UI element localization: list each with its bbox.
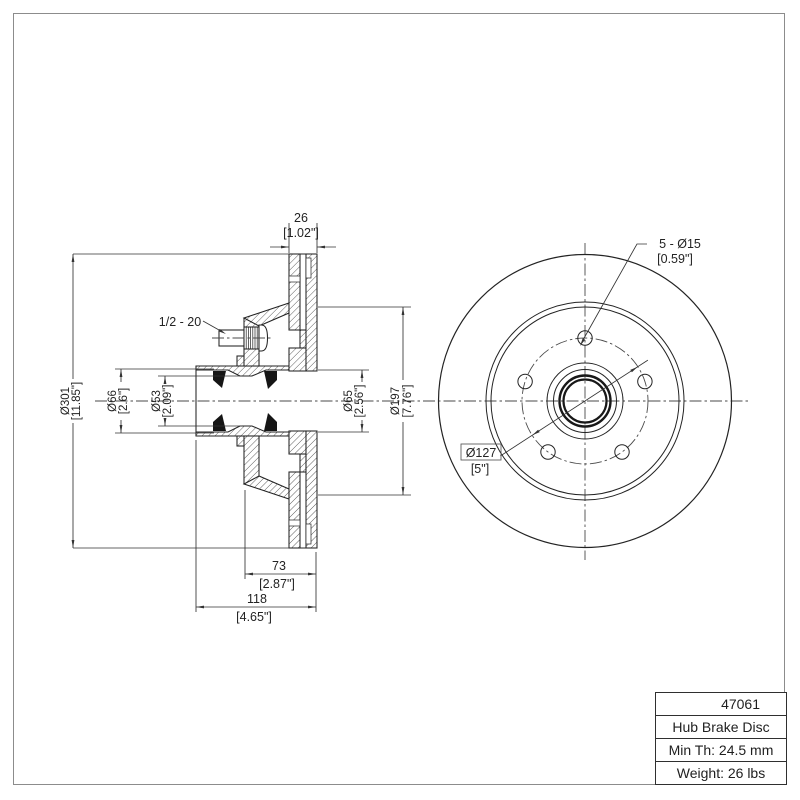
hub-barrel-upper (195, 365, 301, 377)
dim-overall-width-mm: 118 (247, 592, 267, 606)
rotor-plate-outboard-upper (288, 253, 301, 331)
dim-bolt-circle-inch: [5"] (471, 462, 489, 476)
center-bore-circle (562, 378, 608, 424)
friction-inner-circle (490, 306, 680, 496)
dimension-labels: 26 [1.02"] Ø301 [11.85"] Ø66 [2.6"] Ø53 … (60, 211, 701, 624)
dim-bore66-mm: Ø66 (107, 390, 119, 412)
dim-outer-dia-inch: [11.85"] (71, 382, 83, 420)
bolt-circle-centerline (521, 337, 649, 465)
dim-friction-inch: [7.76"] (402, 385, 414, 418)
dimension-lines (72, 223, 649, 612)
dim-bore53-mm: Ø53 (151, 390, 163, 412)
hub-boss-circle (546, 362, 624, 440)
hat-junction-lower (299, 453, 307, 473)
dim-bore65-mm: Ø65 (343, 390, 355, 412)
min-thickness: Min Th: 24.5 mm (656, 738, 786, 761)
dim-bolt-holes-inch: [0.59"] (657, 252, 693, 266)
hub-barrel-lower (195, 425, 301, 437)
dim-outer-dia-mm: Ø301 (60, 387, 72, 415)
dim-overall-width-inch: [4.65"] (236, 610, 272, 624)
dim-bore65-inch: [2.56"] (354, 385, 366, 418)
center-bore-chamfer-circle (558, 374, 612, 428)
dim-thickness-mm: 26 (294, 211, 308, 225)
bearing-cups (213, 371, 277, 431)
hat-junction-lower2 (288, 430, 307, 455)
outline-lines (195, 253, 317, 549)
hat-rim-circle (485, 301, 685, 501)
bolt-holes (517, 330, 653, 460)
dim-bore66-inch: [2.6"] (118, 388, 130, 414)
dimension-arrows (71, 245, 638, 609)
dim-hat-depth-mm: 73 (272, 559, 286, 573)
page-border (13, 13, 785, 785)
dim-bolt-holes-mm: 5 - Ø15 (659, 237, 701, 251)
dim-bore53-inch: [2.09"] (162, 385, 174, 418)
title-block: 47061 Hub Brake Disc Min Th: 24.5 mm Wei… (655, 692, 787, 785)
rotor-plate-outboard-lower (288, 471, 301, 549)
front-view (437, 253, 733, 549)
dim-hat-depth-inch: [2.87"] (259, 577, 295, 591)
vent-slots (288, 257, 312, 545)
hat-junction-upper (299, 329, 307, 349)
hat-junction-upper2 (288, 347, 307, 372)
dim-bolt-circle-mm: Ø127 (466, 446, 497, 460)
part-number: 47061 (721, 696, 760, 712)
weight: Weight: 26 lbs (656, 761, 786, 784)
dim-friction-mm: Ø197 (390, 387, 402, 415)
hub-boss-inner-circle (553, 369, 617, 433)
dim-thickness-inch: [1.02"] (283, 226, 319, 240)
center-lines (95, 243, 748, 560)
rotor-outer-circle (437, 253, 733, 549)
section-view (195, 253, 318, 549)
part-name: Hub Brake Disc (656, 715, 786, 738)
stud-thread-label: 1/2 - 20 (159, 315, 201, 329)
